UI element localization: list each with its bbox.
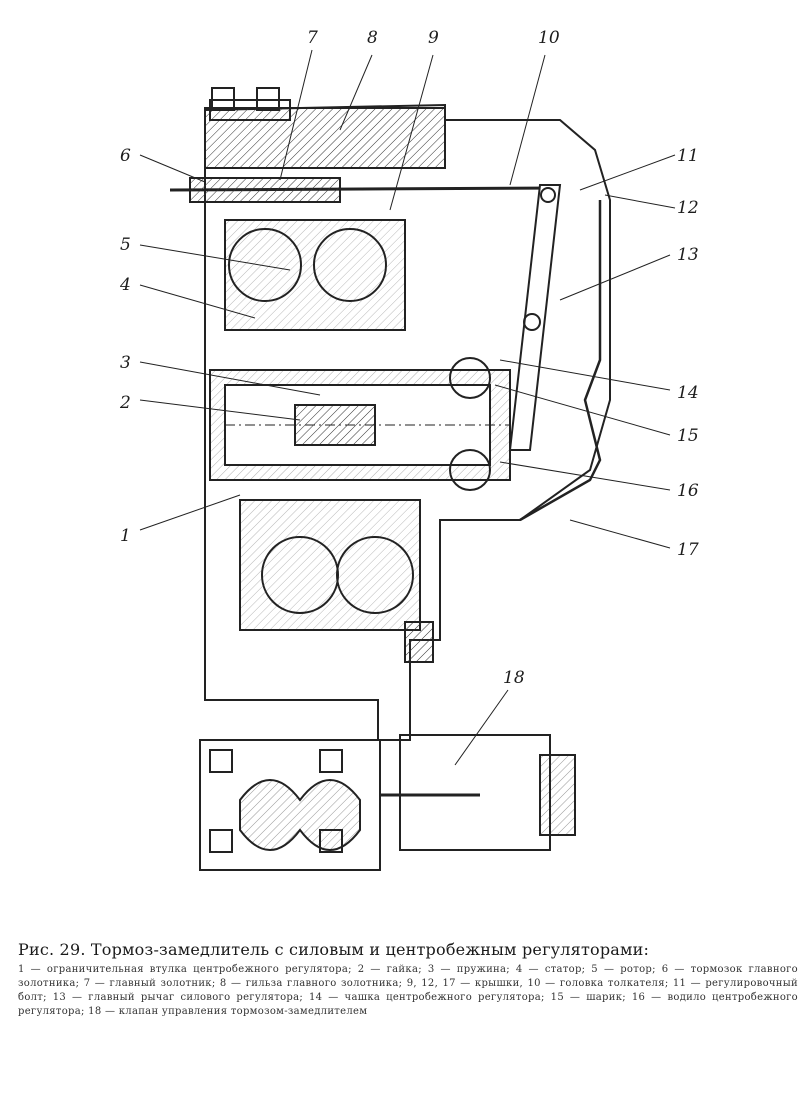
- callout-17: 17: [677, 540, 699, 560]
- leader-4: [139, 284, 256, 319]
- callout-12: 12: [677, 198, 699, 218]
- callout-14: 14: [677, 383, 699, 403]
- callout-10: 10: [538, 28, 560, 48]
- leader-14: [499, 359, 671, 391]
- lever-pivot: [540, 187, 556, 203]
- ball-upper: [449, 357, 491, 399]
- callout-13: 13: [677, 245, 699, 265]
- leader-5: [139, 244, 291, 271]
- lever-pin: [523, 313, 541, 331]
- leader-6: [139, 154, 206, 183]
- valve-bolt-bl: [209, 829, 233, 853]
- callout-16: 16: [677, 481, 699, 501]
- ball-lower: [449, 449, 491, 491]
- rotor-upper: [224, 219, 406, 331]
- callout-6: 6: [120, 146, 131, 166]
- callout-1: 1: [120, 526, 131, 546]
- callout-4: 4: [120, 275, 131, 295]
- technical-drawing: [139, 49, 676, 871]
- spring: [294, 404, 376, 446]
- caption-legend: 1 — ограничительная втулка центробежного…: [18, 964, 798, 1017]
- lower-bolt: [404, 621, 434, 663]
- leader-18: [454, 689, 509, 766]
- callout-2: 2: [120, 393, 131, 413]
- callout-11: 11: [677, 146, 699, 166]
- valve-bolt-tl: [209, 749, 233, 773]
- rotor-lower: [239, 499, 421, 631]
- leader-11: [579, 154, 676, 191]
- valve-passage: [239, 779, 361, 851]
- valve-bolt-br: [319, 829, 343, 853]
- leader-12: [604, 194, 676, 209]
- callout-9: 9: [428, 28, 439, 48]
- leader-9: [389, 54, 434, 211]
- leader-7: [279, 49, 313, 181]
- leader-10: [509, 54, 546, 186]
- leader-1: [139, 494, 241, 531]
- callout-3: 3: [120, 353, 131, 373]
- callout-15: 15: [677, 426, 699, 446]
- solenoid-cap: [539, 754, 576, 836]
- leader-15: [494, 384, 671, 436]
- callout-18: 18: [503, 668, 525, 688]
- leader-8: [339, 54, 373, 131]
- spool-sleeve: [189, 177, 341, 203]
- callout-7: 7: [307, 28, 318, 48]
- leader-3: [139, 361, 321, 396]
- callout-5: 5: [120, 235, 131, 255]
- leader-16: [499, 461, 671, 491]
- callout-8: 8: [367, 28, 378, 48]
- main-lever: [508, 184, 562, 451]
- valve-bolt-tr: [319, 749, 343, 773]
- leader-13: [559, 254, 671, 301]
- leader-17: [569, 519, 671, 549]
- valve-block: [199, 739, 381, 871]
- bolt-housing: [209, 99, 291, 121]
- top-cap: [204, 107, 446, 169]
- leader-2: [139, 399, 301, 421]
- figure-caption: Рис. 29. Тормоз-замедлитель с силовым и …: [18, 940, 798, 1019]
- caption-title: Рис. 29. Тормоз-замедлитель с силовым и …: [18, 940, 650, 959]
- solenoid-body: [399, 734, 551, 851]
- right-cover: [519, 200, 602, 522]
